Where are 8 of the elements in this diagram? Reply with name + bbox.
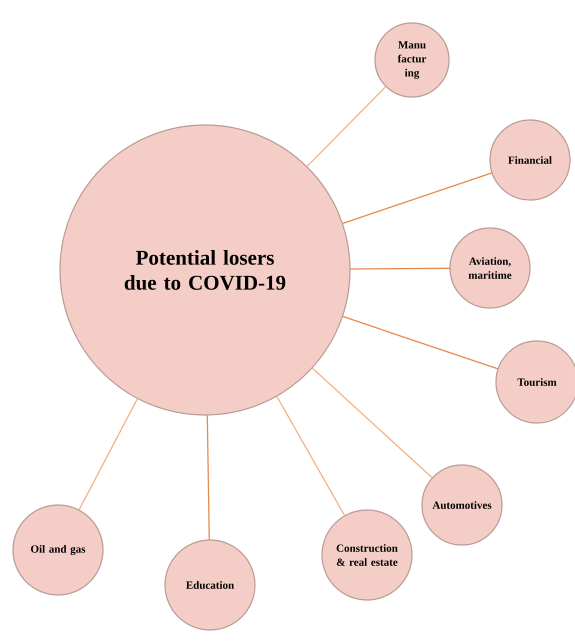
- connector-line: [276, 396, 346, 516]
- connector-line: [206, 416, 210, 540]
- connector-line: [342, 172, 492, 224]
- connector-line: [342, 316, 498, 370]
- connector-line: [312, 368, 432, 478]
- connector-line: [306, 86, 386, 167]
- connector-line: [350, 268, 450, 270]
- connector-line: [78, 398, 138, 510]
